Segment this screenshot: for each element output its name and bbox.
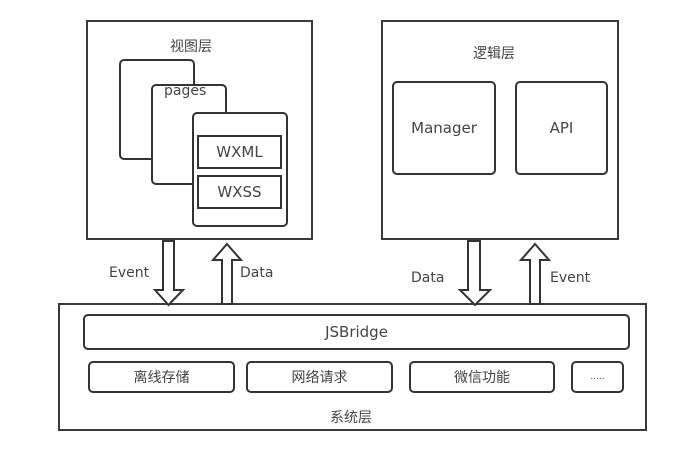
left-up-arrow-icon (210, 242, 244, 305)
wxml-box: WXML (197, 135, 282, 169)
wxss-box: WXSS (197, 175, 282, 209)
more-label: ..... (590, 372, 605, 382)
system-layer-title: 系统层 (330, 410, 372, 426)
manager-box: Manager (392, 81, 496, 175)
right-up-arrow-icon (518, 242, 552, 305)
wechat-features-label: 微信功能 (454, 370, 510, 386)
jsbridge-box: JSBridge (83, 314, 630, 350)
right-down-arrow-icon (457, 240, 493, 307)
api-label: API (549, 119, 574, 137)
api-box: API (515, 81, 608, 175)
offline-storage-label: 离线存储 (133, 370, 190, 386)
left-down-arrow-icon (152, 240, 186, 307)
right-event-label: Event (550, 270, 591, 286)
network-request-label: 网络请求 (291, 370, 348, 386)
view-layer-title: 视图层 (170, 39, 212, 55)
wxss-label: WXSS (217, 183, 262, 201)
more-box: ..... (571, 361, 624, 393)
offline-storage-box: 离线存储 (88, 361, 235, 393)
left-event-label: Event (109, 265, 150, 281)
right-data-label: Data (411, 270, 445, 286)
manager-label: Manager (411, 119, 477, 137)
logic-layer-title: 逻辑层 (473, 46, 515, 62)
pages-label: pages (164, 83, 207, 99)
network-request-box: 网络请求 (246, 361, 393, 393)
left-data-label: Data (240, 265, 274, 281)
jsbridge-label: JSBridge (325, 323, 388, 341)
wxml-label: WXML (216, 143, 263, 161)
wechat-features-box: 微信功能 (409, 361, 555, 393)
